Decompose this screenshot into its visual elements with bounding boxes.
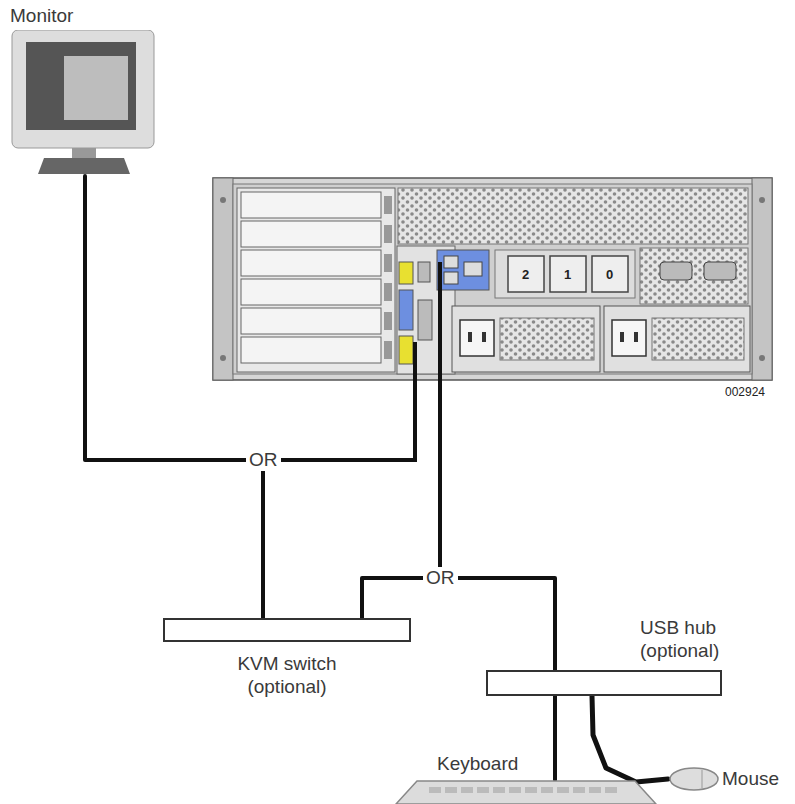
- monitor-node: Monitor: [8, 4, 164, 176]
- keyboard-node: Keyboard: [395, 752, 657, 804]
- keyboard-label: Keyboard: [437, 752, 518, 775]
- hub-node: USB hub (optional): [486, 616, 748, 698]
- monitor-icon: [8, 30, 158, 176]
- cable-connector: [592, 696, 668, 782]
- mouse-icon: [668, 764, 720, 794]
- keyboard-icon: [395, 780, 657, 804]
- usb-hub-box: [486, 670, 722, 696]
- fan-number: 1: [564, 267, 571, 282]
- kvm-label: KVM switch (optional): [227, 652, 347, 698]
- monitor-label: Monitor: [10, 4, 73, 27]
- figure-number: 002924: [725, 385, 765, 399]
- hub-label: USB hub (optional): [640, 616, 746, 662]
- kvm-switch-box: [163, 618, 411, 642]
- or-label: OR: [246, 449, 281, 471]
- mouse-label: Mouse: [722, 767, 779, 790]
- or-label: OR: [423, 567, 458, 589]
- kvm-node: KVM switch (optional): [163, 618, 411, 702]
- cable-connector: [553, 696, 557, 780]
- fan-number: 2: [522, 267, 529, 282]
- cable-connector: [85, 176, 263, 618]
- mouse-node: Mouse: [668, 762, 790, 796]
- fan-number: 0: [606, 267, 613, 282]
